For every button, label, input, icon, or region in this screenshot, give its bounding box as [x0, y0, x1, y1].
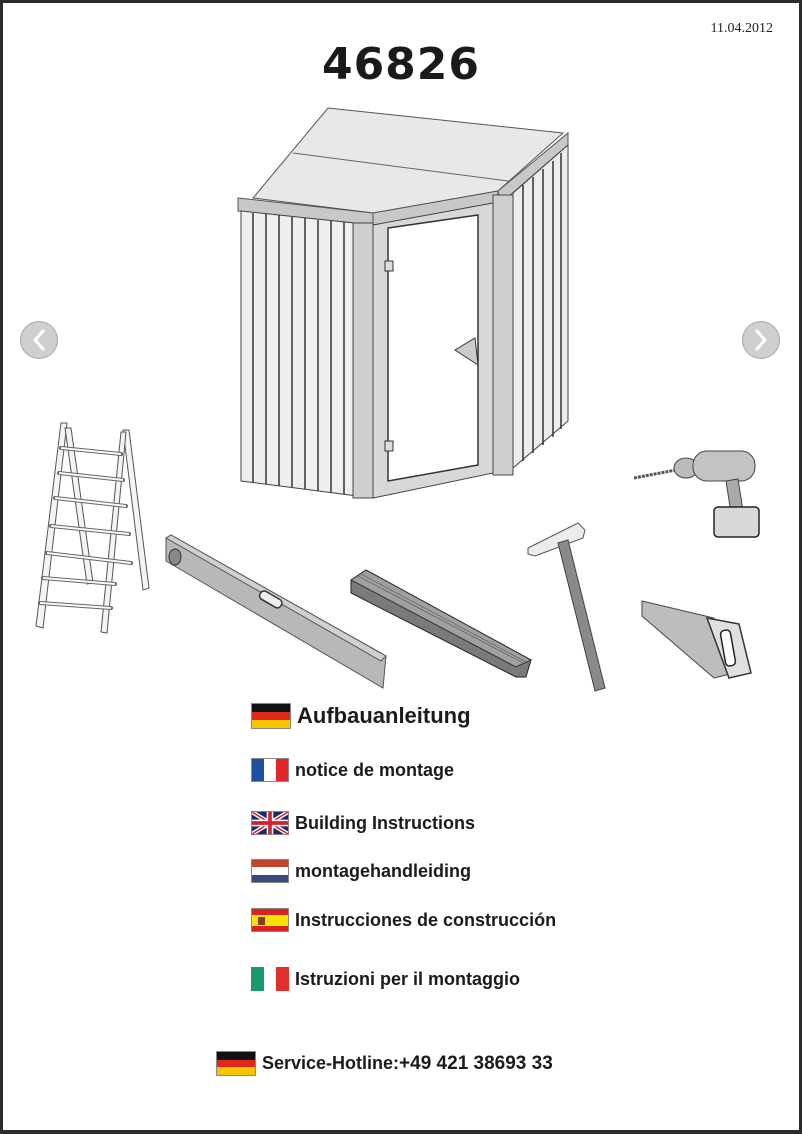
- spanish-flag-icon: [251, 908, 289, 932]
- language-item-it[interactable]: Istruzioni per il montaggio: [251, 967, 520, 991]
- italian-flag-icon: [251, 967, 289, 991]
- language-label: Aufbauanleitung: [297, 703, 471, 728]
- uk-flag-icon: [251, 811, 289, 835]
- language-item-es[interactable]: Instrucciones de construcción: [251, 908, 556, 932]
- german-flag-icon: [216, 1051, 256, 1076]
- folding-ruler-illustration: [350, 569, 533, 678]
- language-item-gb[interactable]: Building Instructions: [251, 811, 475, 835]
- language-item-de[interactable]: Aufbauanleitung: [251, 703, 471, 729]
- document-date: 11.04.2012: [710, 21, 773, 36]
- hand-saw-illustration: [641, 600, 752, 679]
- language-label: montagehandleiding: [295, 860, 472, 881]
- next-page-button[interactable]: [742, 321, 780, 359]
- cordless-drill-illustration: [633, 450, 760, 538]
- spirit-level-illustration: [165, 534, 387, 689]
- stepladder-illustration: [35, 422, 150, 634]
- language-label: Instrucciones de construcción: [295, 909, 557, 930]
- chevron-left-icon: [33, 329, 45, 351]
- hammer-illustration: [527, 522, 606, 692]
- corner-shed-illustration: [237, 107, 569, 499]
- model-number: 46826: [321, 39, 481, 90]
- language-label: Building Instructions: [295, 812, 475, 833]
- hotline-label: Service-Hotline:: [262, 1053, 400, 1073]
- dutch-flag-icon: [251, 859, 289, 883]
- german-flag-icon: [251, 703, 291, 729]
- french-flag-icon: [251, 758, 289, 782]
- language-item-fr[interactable]: notice de montage: [251, 758, 454, 782]
- previous-page-button[interactable]: [20, 321, 58, 359]
- manual-cover-page: 11.04.2012 46826: [3, 3, 799, 1130]
- chevron-right-icon: [755, 329, 767, 351]
- service-hotline: Service-Hotline: +49 421 38693 33: [216, 1051, 553, 1076]
- language-label: notice de montage: [295, 759, 455, 780]
- hotline-number[interactable]: +49 421 38693 33: [399, 1052, 553, 1074]
- language-label: Istruzioni per il montaggio: [295, 968, 520, 989]
- language-item-nl[interactable]: montagehandleiding: [251, 859, 471, 883]
